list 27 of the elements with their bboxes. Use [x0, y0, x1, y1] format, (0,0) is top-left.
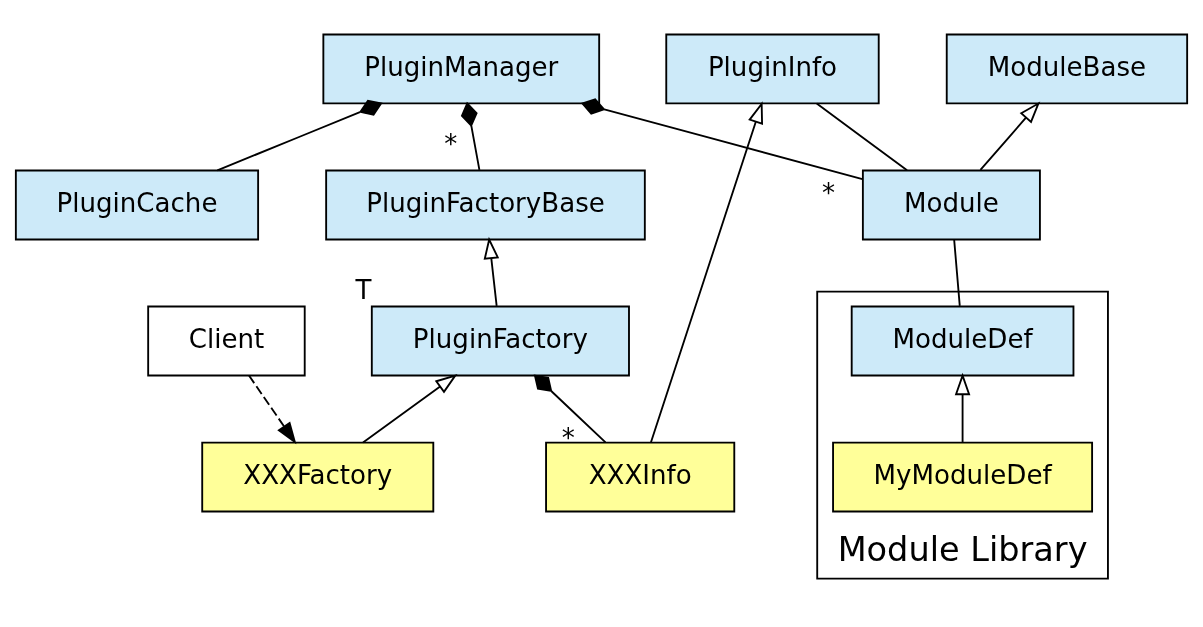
- arrow: [650, 100, 764, 443]
- node-label: T: [355, 274, 372, 305]
- node-box: XXXFactory: [201, 441, 435, 512]
- node-box: Module: [861, 169, 1041, 240]
- connector: [460, 101, 481, 171]
- connector: [953, 238, 961, 307]
- connector: [216, 99, 383, 171]
- node-box: PluginManager: [322, 33, 601, 104]
- node-box: MyModuleDef: [832, 441, 1094, 512]
- arrow: [248, 374, 297, 444]
- node-box: ModuleBase: [945, 33, 1189, 104]
- node-box: PluginInfo: [665, 33, 880, 104]
- node-box: ModuleDef: [850, 305, 1075, 376]
- edge-label: *: [822, 177, 836, 208]
- connector: [815, 102, 908, 171]
- node-box: PluginFactory: [370, 305, 630, 376]
- node-box: XXXInfo: [545, 441, 736, 512]
- edge-label: *: [444, 128, 458, 159]
- connector: [533, 373, 607, 443]
- node-box: Client: [147, 305, 306, 376]
- arrow: [954, 372, 971, 443]
- connector: [580, 97, 864, 180]
- arrow: [483, 236, 500, 307]
- arrow: [979, 100, 1041, 171]
- node-box: PluginFactoryBase: [325, 169, 646, 240]
- arrow: [362, 373, 458, 443]
- node-box: PluginCache: [14, 169, 260, 240]
